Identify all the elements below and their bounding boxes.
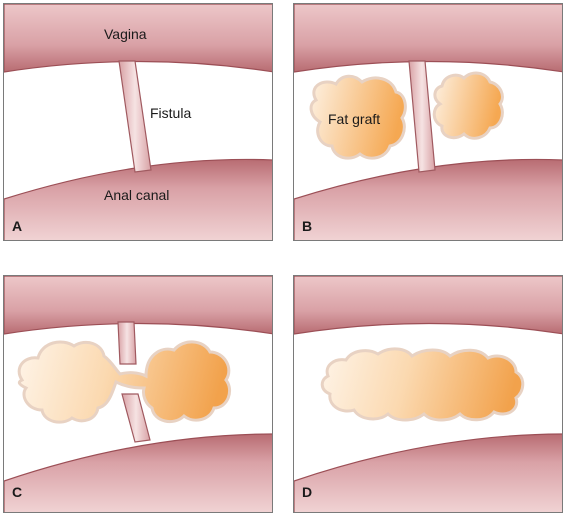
panel-a: Vagina Fistula Anal canal A: [3, 3, 273, 241]
fat-graft-label: Fat graft: [328, 111, 381, 127]
panel-d: D: [293, 275, 563, 513]
fistula-tract-lower: [121, 393, 151, 443]
anal-canal-tissue: [294, 158, 562, 240]
fat-graft-merged: [17, 340, 231, 424]
vagina-label: Vagina: [104, 26, 147, 42]
vagina-tissue: [4, 276, 272, 335]
anal-canal-tissue: [4, 433, 272, 512]
panel-letter: A: [12, 218, 23, 234]
vagina-tissue: [294, 4, 562, 73]
anal-canal-tissue: [294, 433, 562, 512]
fistula-tract: [408, 60, 436, 173]
fat-graft-left: [309, 74, 407, 160]
vagina-tissue: [4, 4, 272, 73]
fat-graft-right: [432, 71, 504, 140]
panel-letter: C: [12, 484, 23, 500]
panel-b: Fat graft B: [293, 3, 563, 241]
panel-letter: B: [302, 218, 313, 234]
panel-letter: D: [302, 484, 313, 500]
anal-canal-label: Anal canal: [104, 187, 170, 203]
fistula-label: Fistula: [150, 105, 192, 121]
fistula-tract: [118, 60, 152, 173]
anal-canal-tissue: [4, 158, 272, 240]
vagina-tissue: [294, 276, 562, 335]
fat-graft-healed: [320, 347, 525, 422]
fistula-tract-upper: [117, 321, 137, 365]
panel-c: C: [3, 275, 273, 513]
